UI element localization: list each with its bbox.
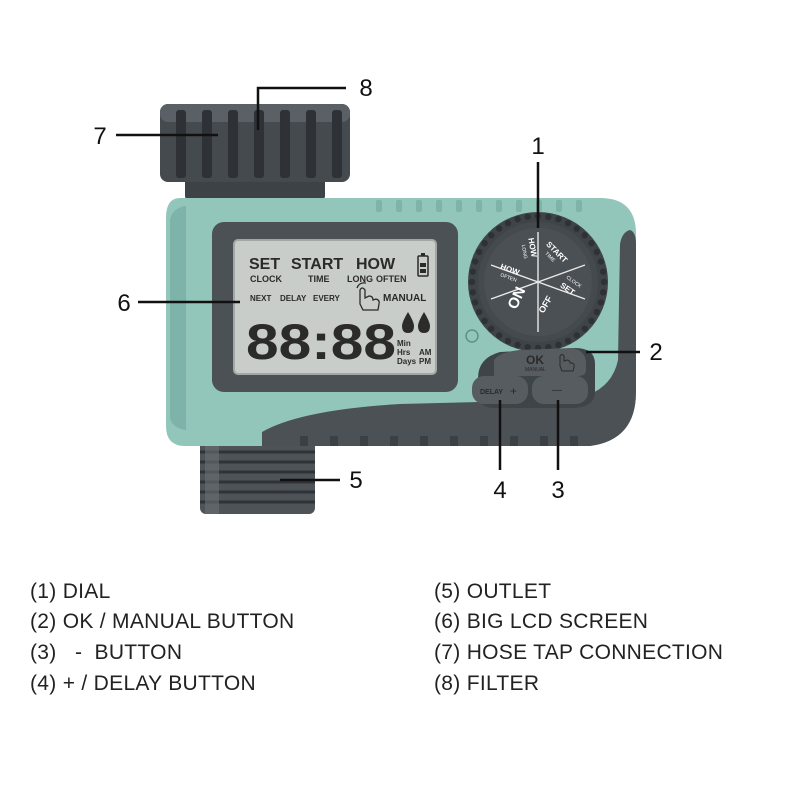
dial-tooth — [514, 341, 521, 348]
lcd-manual: MANUAL — [383, 293, 426, 304]
lcd-am: AM — [419, 348, 432, 357]
ok-manual-label: MANUAL — [525, 367, 546, 373]
dial-tooth — [597, 299, 604, 306]
legend-item-delay: (4) + / DELAY BUTTON — [30, 672, 256, 695]
dial-tooth — [524, 213, 531, 220]
legend-item-hose-tap: (7) HOSE TAP CONNECTION — [434, 641, 724, 664]
dial-tooth — [476, 308, 483, 316]
timer-diagram: SET START HOW CLOCK TIME LONG OFTEN NEXT… — [93, 75, 663, 514]
lcd-pm: PM — [419, 357, 431, 366]
dial-tooth — [581, 232, 588, 239]
callout-7: 7 — [93, 123, 106, 150]
lcd-hrs: Hrs — [397, 348, 411, 357]
battery-icon — [417, 253, 429, 277]
dial-tooth — [472, 299, 479, 306]
water-drop-icon — [402, 312, 430, 333]
dial-tooth — [524, 344, 531, 351]
legend-item-filter: (8) FILTER — [434, 672, 540, 695]
dial-tooth — [469, 289, 476, 296]
legend-item-ok-manual: (2) OK / MANUAL BUTTON — [30, 610, 295, 633]
hand-icon — [559, 354, 575, 372]
lcd-often: OFTEN — [376, 274, 407, 284]
callout-1: 1 — [531, 133, 544, 160]
ok-label: OK — [526, 353, 544, 367]
dial-tooth — [573, 225, 580, 232]
dial-tooth — [472, 258, 479, 265]
lcd-time: TIME — [308, 274, 330, 284]
lcd-every: EVERY — [313, 294, 340, 303]
dial-tooth — [600, 289, 607, 296]
lcd-digits: 88:88 — [246, 314, 396, 370]
dial-tooth — [588, 240, 595, 247]
lcd-days: Days — [397, 357, 417, 366]
dial-tooth — [597, 258, 604, 265]
dial-tooth — [588, 317, 595, 324]
lcd-next: NEXT — [250, 294, 271, 303]
ok-manual-button[interactable]: OK MANUAL — [494, 348, 586, 376]
delay-plus-button[interactable]: DELAY + — [472, 376, 528, 404]
dial-tooth — [468, 278, 476, 286]
lcd-long: LONG — [347, 274, 373, 284]
dial-tooth — [504, 337, 512, 344]
dial-often: OFTEN — [499, 272, 517, 284]
dial-tooth — [488, 232, 495, 239]
hand-icon — [356, 282, 380, 311]
dial-tooth — [555, 341, 562, 348]
plus-label: + — [510, 384, 517, 398]
dial-tooth — [564, 337, 572, 344]
dial-long: LONG — [520, 244, 528, 259]
legend-item-lcd: (6) BIG LCD SCREEN — [434, 610, 649, 633]
dial-tooth — [545, 213, 552, 220]
dial-tooth — [545, 344, 552, 351]
callout-5: 5 — [349, 467, 362, 494]
dial-tooth — [504, 220, 512, 227]
minus-label: — — [552, 385, 562, 396]
callout-3: 3 — [551, 477, 564, 504]
callout-6: 6 — [117, 290, 130, 317]
lcd-screen: SET START HOW CLOCK TIME LONG OFTEN NEXT… — [212, 222, 458, 392]
dial-tooth — [496, 332, 503, 339]
lcd-clock: CLOCK — [250, 274, 282, 284]
lcd-set: SET — [249, 256, 280, 273]
outlet — [200, 440, 315, 514]
dial-tooth — [573, 332, 580, 339]
button-cluster: OK MANUAL DELAY + — — [472, 348, 595, 408]
dial-tooth — [481, 317, 488, 324]
legend-item-outlet: (5) OUTLET — [434, 580, 552, 603]
lcd-delay: DELAY — [280, 294, 307, 303]
minus-button[interactable]: — — [532, 376, 588, 404]
dial-tooth — [593, 248, 600, 256]
dial-tooth — [564, 220, 572, 227]
dial-how-long: HOW — [526, 237, 538, 258]
dial-tooth — [488, 325, 495, 332]
lcd-min: Min — [397, 339, 411, 348]
lcd-start: START — [291, 256, 343, 273]
leader-lines — [116, 86, 640, 482]
dial-tooth — [600, 278, 608, 286]
dial-tooth — [555, 216, 562, 223]
dial-tooth — [469, 268, 476, 275]
legend: (1) DIAL (2) OK / MANUAL BUTTON (3) - BU… — [0, 576, 800, 706]
lcd-how: HOW — [356, 256, 396, 273]
dial-tooth — [514, 216, 521, 223]
dial-tooth — [481, 240, 488, 247]
hose-tap-connection — [160, 104, 350, 200]
callout-4: 4 — [493, 477, 506, 504]
dial-tooth — [476, 248, 483, 256]
delay-label: DELAY — [480, 389, 503, 396]
legend-item-minus: (3) - BUTTON — [30, 641, 183, 664]
dial-tooth — [581, 325, 588, 332]
dial[interactable]: HOW LONG START TIME SET CLOCK OFF ON HOW… — [468, 212, 608, 352]
legend-item-dial: (1) DIAL — [30, 580, 111, 603]
dial-tooth — [600, 268, 607, 275]
dial-tooth — [593, 308, 600, 316]
dial-tooth — [496, 225, 503, 232]
callout-2: 2 — [649, 339, 662, 366]
callout-8: 8 — [359, 75, 372, 102]
